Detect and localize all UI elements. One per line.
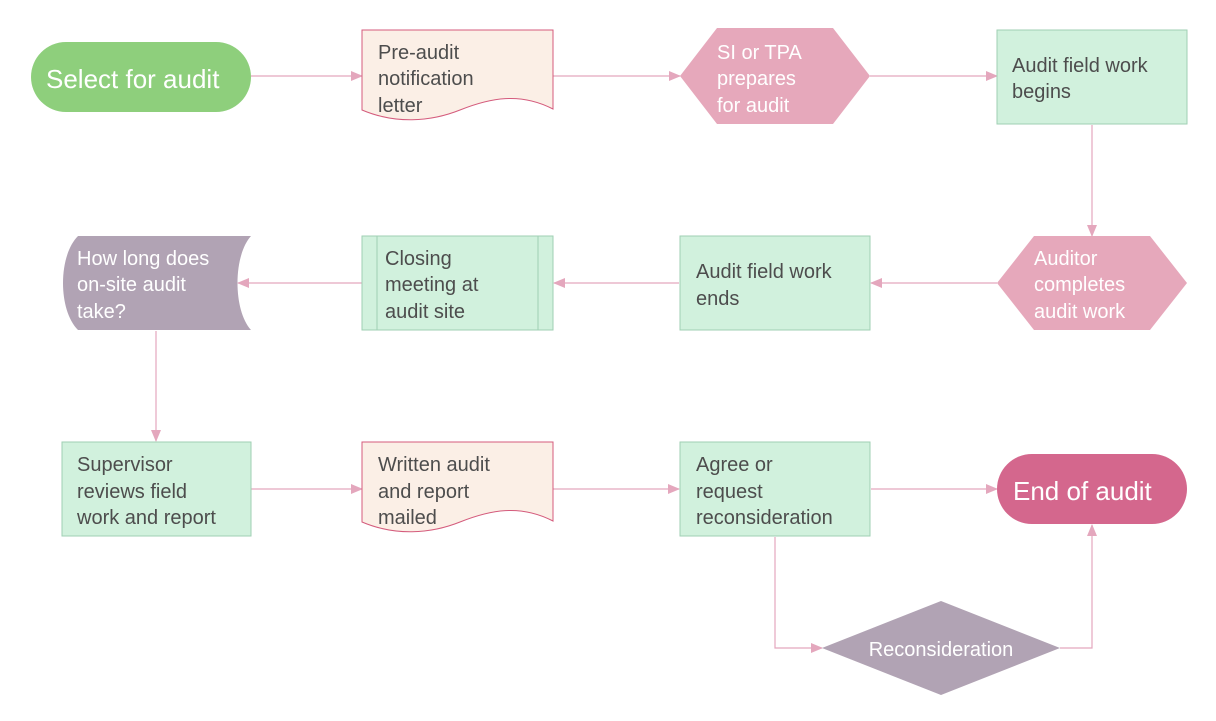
- node-auditor-completes: Auditor completes audit work: [997, 236, 1187, 330]
- document-shape: [361, 29, 554, 121]
- preparation-shape: [997, 236, 1187, 330]
- pre-audit-letter-label: Pre-audit notification letter: [378, 42, 479, 117]
- process-shape: [61, 441, 252, 537]
- preparation-shape: [680, 28, 870, 124]
- decision-shape: [822, 601, 1060, 695]
- end-of-audit-label: End of audit: [1013, 476, 1153, 506]
- node-supervisor-reviews: Supervisor reviews field work and report: [61, 441, 252, 537]
- predefined-process-shape: [361, 235, 554, 331]
- field-work-begins-label: Audit field work begins: [1012, 55, 1153, 103]
- document-shape: [361, 441, 554, 533]
- process-shape: [996, 29, 1188, 125]
- node-field-work-begins: Audit field work begins: [996, 29, 1188, 125]
- field-work-ends-label: Audit field work ends: [696, 261, 837, 310]
- closing-meeting-label: Closing meeting at audit site: [385, 248, 484, 323]
- node-written-report: Written audit and report mailed: [361, 441, 554, 533]
- auditor-completes-label: Auditor completes audit work: [1034, 248, 1131, 323]
- si-tpa-prepares-label: SI or TPA prepares for audit: [717, 42, 806, 117]
- node-closing-meeting: Closing meeting at audit site: [361, 235, 554, 331]
- connector-agree-to-reconsideration: [774, 537, 823, 653]
- supervisor-reviews-label: Supervisor reviews field work and report: [76, 454, 216, 529]
- process-shape: [679, 235, 871, 331]
- written-report-label: Written audit and report mailed: [378, 454, 495, 529]
- process-shape: [679, 441, 871, 537]
- stored-data-shape: [63, 236, 251, 330]
- node-agree-or-request: Agree or request reconsideration: [679, 441, 871, 537]
- reconsideration-label: Reconsideration: [869, 639, 1014, 661]
- connector-reconsideration-to-end: [1060, 524, 1097, 649]
- node-field-work-ends: Audit field work ends: [679, 235, 871, 331]
- node-si-tpa-prepares: SI or TPA prepares for audit: [680, 28, 870, 124]
- node-pre-audit-letter: Pre-audit notification letter: [361, 29, 554, 121]
- node-select-for-audit: Select for audit: [31, 42, 251, 112]
- node-how-long: How long does on-site audit take?: [63, 236, 251, 330]
- node-end-of-audit: End of audit: [997, 454, 1187, 524]
- start-terminal-shape: [31, 42, 251, 112]
- node-reconsideration: Reconsideration: [822, 601, 1060, 695]
- how-long-label: How long does on-site audit take?: [77, 248, 215, 323]
- connectors: [151, 71, 1097, 653]
- select-for-audit-label: Select for audit: [46, 64, 220, 94]
- end-terminal-shape: [997, 454, 1187, 524]
- agree-or-request-label: Agree or request reconsideration: [696, 454, 833, 529]
